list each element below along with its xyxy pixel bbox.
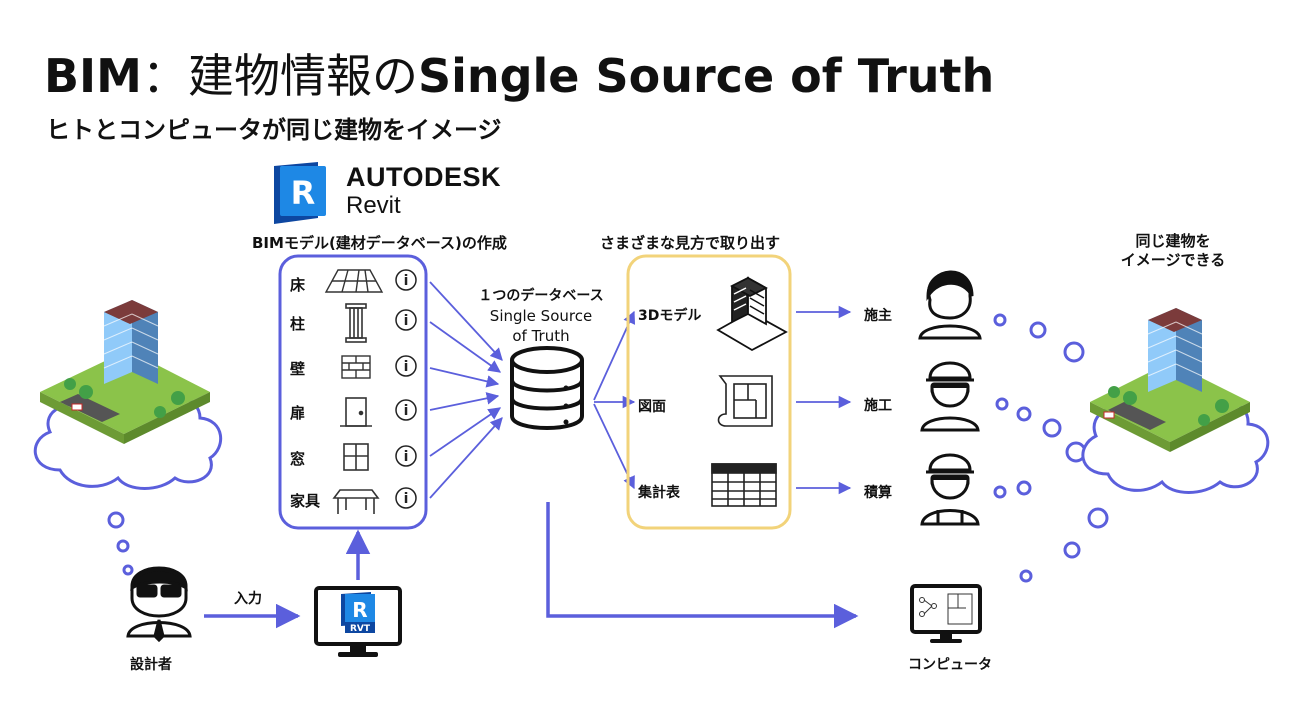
db-to-computer-arrow <box>546 502 859 629</box>
page-title: BIM：建物情報のSingle Source of Truth <box>44 40 994 106</box>
view-label: 3Dモデル <box>638 308 702 324</box>
worker-helmet-icon <box>920 453 980 526</box>
info-icons <box>395 269 417 509</box>
model-label: BIMモデル(建材データベース)の作成 <box>252 234 507 252</box>
blueprint-icon <box>717 375 773 427</box>
same-building-line2: イメージできる <box>1120 251 1226 269</box>
revit-logo-letter: R <box>291 174 316 212</box>
furniture-icon <box>332 489 380 514</box>
views-frame <box>626 254 792 530</box>
building-3d-icon <box>716 276 788 352</box>
element-to-db-arrows <box>429 281 503 499</box>
title-bim: BIM <box>44 49 142 103</box>
table-icon <box>711 463 777 507</box>
designer-avatar-icon <box>126 566 192 643</box>
views-to-stakeholders-arrows <box>796 305 852 495</box>
stakeholder-label: 施主 <box>864 308 892 324</box>
title-en: Single Source of Truth <box>417 49 995 103</box>
building-illustration-left <box>40 300 210 444</box>
same-building-label: 同じ建物を イメージできる <box>1098 232 1248 270</box>
database-line3: of Truth <box>512 327 570 345</box>
bim-model-frame <box>278 254 428 530</box>
woman-avatar-icon <box>918 270 982 340</box>
brand-autodesk: AUTODESK <box>346 162 502 192</box>
info-icon: i <box>404 359 409 375</box>
element-label: 壁 <box>290 360 306 378</box>
title-jp: 建物情報の <box>187 49 418 103</box>
element-label: 家具 <box>290 492 321 510</box>
floor-icon <box>324 269 384 293</box>
revit-monitor-icon: R RVT <box>314 586 402 657</box>
element-label: 窓 <box>290 450 306 468</box>
info-icon: i <box>404 449 409 465</box>
window-icon <box>343 443 369 471</box>
computer-icon <box>910 584 982 643</box>
views-label: さまざまな見方で取り出す <box>600 234 781 252</box>
element-label: 扉 <box>290 404 306 422</box>
database-label: １つのデータベース Single Source of Truth <box>448 286 634 346</box>
view-label: 集計表 <box>638 485 680 501</box>
element-label: 柱 <box>290 315 306 333</box>
element-label: 床 <box>290 276 306 294</box>
database-line1: １つのデータベース <box>478 288 604 304</box>
info-icon: i <box>404 313 409 329</box>
worker-helmet-icon <box>920 361 980 432</box>
page-subtitle: ヒトとコンピュータが同じ建物をイメージ <box>46 116 502 144</box>
wall-icon <box>341 355 371 379</box>
svg-text:R: R <box>352 598 367 622</box>
thought-bubbles-left <box>107 511 134 576</box>
database-icon <box>510 346 584 430</box>
revit-logo-icon: R <box>274 162 326 224</box>
designer-label: 設計者 <box>130 657 172 673</box>
title-colon: ： <box>141 49 188 103</box>
rvt-label: RVT <box>350 624 371 634</box>
info-icon: i <box>404 273 409 289</box>
stakeholder-label: 施工 <box>864 398 892 414</box>
door-icon <box>340 397 372 427</box>
view-label: 図面 <box>638 399 666 415</box>
building-illustration-right <box>1090 308 1250 452</box>
same-building-line1: 同じ建物を <box>1135 232 1211 250</box>
stakeholder-label: 積算 <box>864 485 892 501</box>
input-label: 入力 <box>234 591 262 607</box>
computer-label: コンピュータ <box>908 657 992 673</box>
column-icon <box>345 303 367 343</box>
info-icon: i <box>404 491 409 507</box>
info-icon: i <box>404 403 409 419</box>
database-line2: Single Source <box>489 307 593 325</box>
brand-revit: Revit <box>346 192 401 219</box>
